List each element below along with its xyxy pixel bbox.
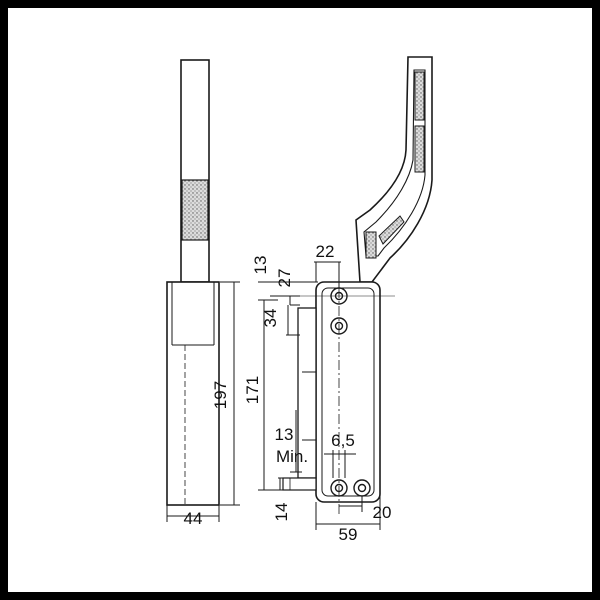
- dimension-6-5: [324, 450, 356, 478]
- dimension-offsets: [258, 281, 318, 336]
- dimension-59-20: [315, 496, 381, 530]
- front-grip-lower: [378, 215, 405, 245]
- label-6-5: 6,5: [331, 431, 355, 450]
- dimension-171: [258, 299, 278, 491]
- label-22: 22: [316, 242, 335, 261]
- label-min: Min.: [276, 447, 308, 466]
- front-view: [282, 56, 433, 503]
- side-view-grip: [181, 179, 209, 241]
- label-59: 59: [339, 525, 358, 544]
- dimension-22: [314, 261, 341, 288]
- label-20: 20: [373, 503, 392, 522]
- label-13-min-value: 13: [275, 425, 294, 444]
- front-grip-middle: [414, 125, 425, 173]
- side-view-body: [166, 281, 220, 506]
- dimension-197: [220, 281, 240, 506]
- dimension-44: [166, 505, 220, 522]
- label-171: 171: [243, 376, 262, 404]
- latch-body: [315, 281, 381, 503]
- label-44: 44: [184, 509, 203, 528]
- label-13-top: 13: [251, 256, 270, 275]
- bolt: [282, 477, 317, 491]
- dimension-14: [278, 477, 283, 491]
- side-view: [166, 59, 220, 506]
- label-197: 197: [211, 381, 230, 409]
- label-34: 34: [261, 309, 280, 328]
- dimension-13-min: [290, 410, 302, 473]
- side-view-arm: [180, 59, 210, 283]
- label-27: 27: [275, 269, 294, 288]
- label-14: 14: [272, 503, 291, 522]
- front-grip-upper: [414, 71, 425, 121]
